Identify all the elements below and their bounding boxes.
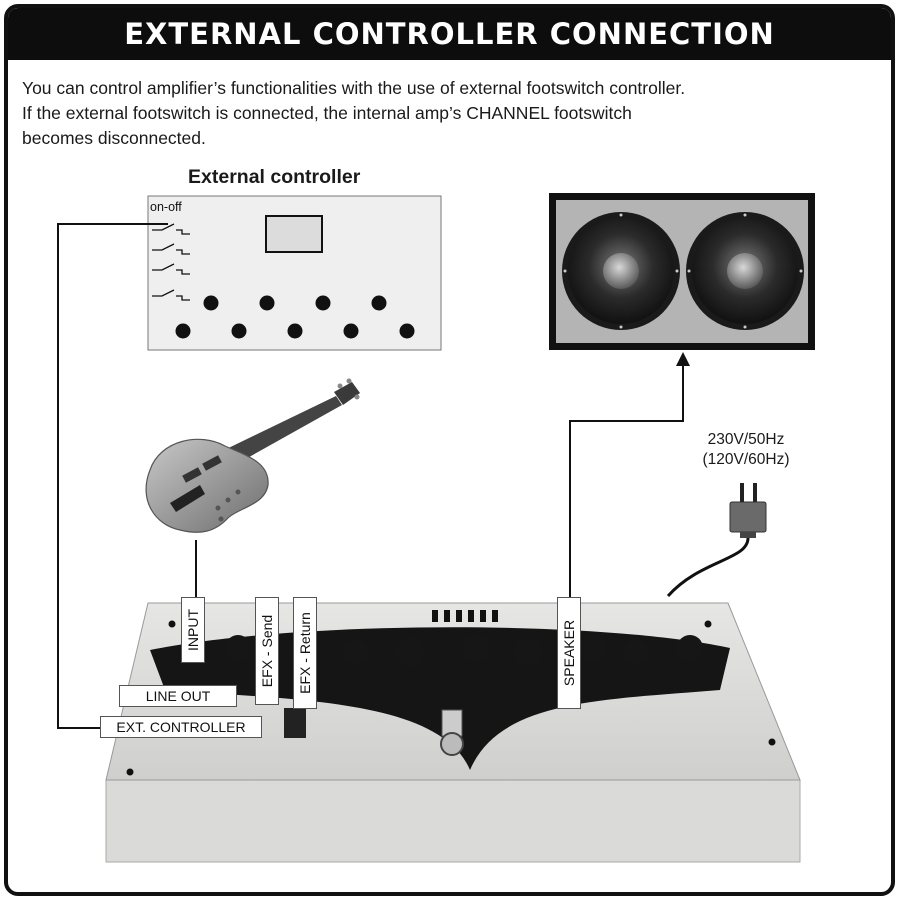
speaker-cabinet [549,193,815,350]
speaker-left [562,212,680,330]
power-spec-primary: 230V/50Hz [707,431,785,448]
intro-line-1: You can control amplifier’s functionalit… [22,78,686,98]
external-controller-title: External controller [188,166,361,188]
external-controller-box [147,195,442,351]
speaker-cable [569,362,684,598]
cables [57,223,750,729]
ext-controller-label: EXT. CONTROLLER [100,716,262,738]
efx-return-label-text: EFX - Return [297,612,313,694]
efx-jack [284,708,306,738]
input-label: INPUT [181,597,205,663]
amplifier-head [105,602,801,863]
controller-display [265,215,323,253]
controller-knobs [175,295,415,339]
intro-line-3: becomes disconnected. [22,128,206,148]
power-spec-secondary: (120V/60Hz) [702,451,790,468]
line-out-label: LINE OUT [119,685,237,707]
footswitch-symbols [152,223,190,301]
channel-footswitch [440,709,464,756]
ext-controller-cable [57,223,168,729]
speaker-jack-grille [432,610,498,622]
efx-send-label: EFX - Send [255,597,279,705]
on-off-label: on-off [150,200,182,214]
speaker-label-text: SPEAKER [561,619,577,687]
efx-send-label-text: EFX - Send [259,614,275,688]
speaker-right [686,212,804,330]
intro-text: You can control amplifier’s functionalit… [22,76,872,151]
amp-knobs [225,634,703,666]
speaker-label: SPEAKER [557,597,581,709]
intro-line-2: If the external footswitch is connected,… [22,103,632,123]
input-label-text: INPUT [185,609,201,651]
guitar-icon [145,378,360,533]
page-title: EXTERNAL CONTROLLER CONNECTION [8,8,891,60]
speaker-arrow-icon [676,352,690,366]
power-plug-icon [729,483,767,538]
power-spec: 230V/50Hz (120V/60Hz) [676,430,816,470]
power-cable [666,537,750,597]
efx-return-label: EFX - Return [293,597,317,709]
